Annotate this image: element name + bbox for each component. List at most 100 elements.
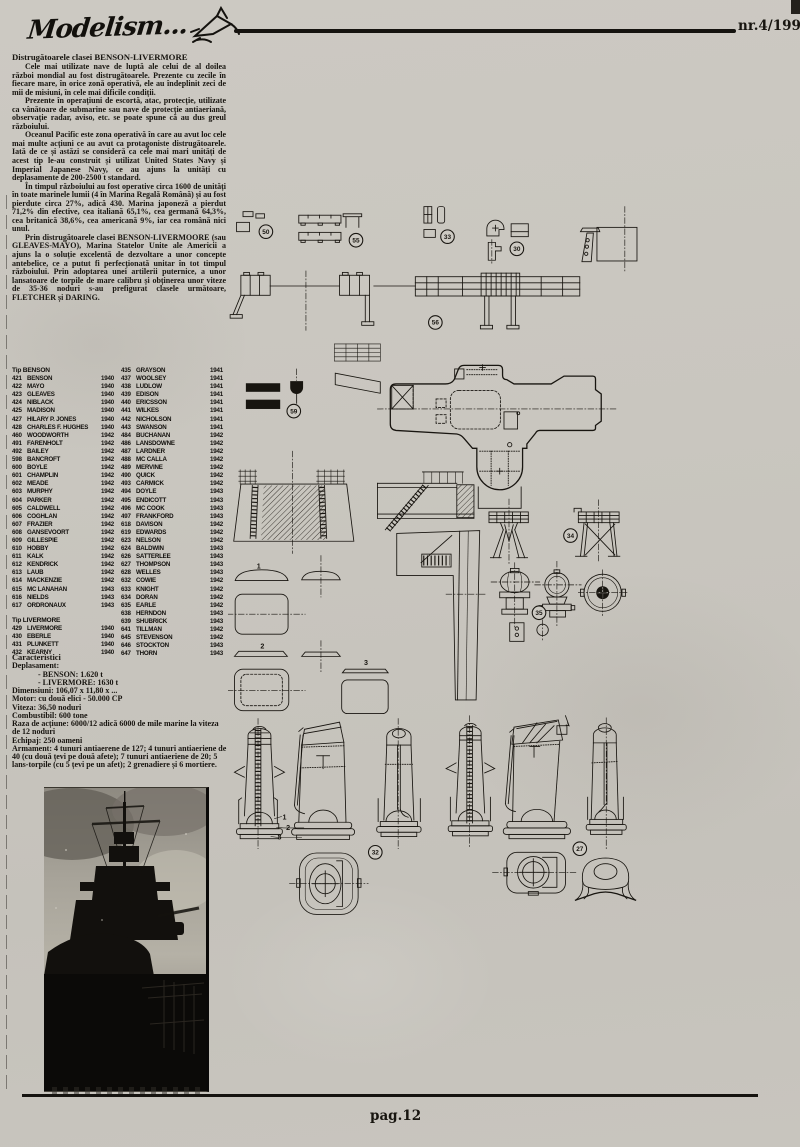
hull-number: 487 [121, 447, 131, 455]
magazine-logo-text: Modelism... [26, 10, 189, 46]
ship-name: GILLESPIE [27, 536, 58, 544]
spec-line: - LIVERMORE: 1630 t [38, 677, 119, 687]
commission-year: 1943 [210, 642, 223, 650]
commission-year: 1941 [210, 391, 223, 399]
deck-plan-drawing [377, 364, 618, 509]
ship-name: KENDRICK [27, 561, 59, 569]
platform-tub-a-drawing [488, 498, 529, 565]
hull-number: 608 [12, 528, 22, 536]
page-number: pag.12 [370, 1108, 422, 1124]
hull-number: 626 [121, 553, 131, 561]
commission-year: 1942 [210, 601, 223, 609]
commission-year: 1942 [210, 439, 223, 447]
hull-number: 431 [12, 641, 22, 649]
ship-name: LIVERMORE [27, 624, 62, 632]
ship-name: NICHOLSON [136, 415, 172, 423]
spec-line: Echipaj: 250 oameni [12, 735, 83, 745]
hull-number: 634 [121, 593, 131, 601]
ship-name: PLUNKETT [27, 641, 59, 649]
commission-year: 1943 [101, 601, 114, 609]
part-33-drawing [423, 206, 446, 238]
commission-year: 1941 [210, 407, 223, 415]
ship-name: EBERLE [27, 633, 51, 640]
hull-number: 647 [121, 650, 131, 658]
part-callout-33: 33 [440, 229, 455, 244]
hull-number: 443 [121, 423, 131, 431]
hull-number: 638 [121, 609, 131, 617]
ship-name: MAYO [27, 383, 45, 391]
ship-name: GLEAVES [27, 391, 55, 399]
part-label-3: 3 [364, 659, 368, 667]
ship-name: EARLE [136, 601, 156, 609]
ship-name: ENDICOTT [136, 496, 167, 504]
funnel-group-32-drawing [233, 718, 422, 915]
magazine-logo: Modelism... [26, 6, 243, 50]
commission-year: 1942 [101, 561, 114, 569]
platform-tub-b-drawing [573, 499, 621, 564]
commission-year: 1942 [210, 634, 223, 642]
commission-year: 1941 [210, 367, 223, 374]
commission-year: 1941 [210, 375, 223, 383]
spec-line: Viteza: 36,50 noduri [12, 702, 82, 712]
hull-number: 611 [12, 553, 22, 561]
commission-year: 1942 [210, 447, 223, 455]
ship-name: NELSON [136, 536, 161, 544]
hull-number: 603 [12, 488, 22, 496]
commission-year: 1942 [101, 536, 114, 544]
commission-year: 1940 [101, 649, 114, 657]
hull-number: 632 [121, 577, 131, 585]
part-callout-32: 32 [367, 844, 383, 860]
part-59-drawing [245, 368, 304, 409]
hull-number: 612 [12, 561, 22, 569]
spec-line: - BENSON: 1.620 t [38, 669, 103, 679]
spec-line: Armament: 4 tunuri antiaerene de 127; 4 … [12, 743, 227, 770]
part-label-1: 1 [257, 562, 261, 570]
hull-number: 441 [121, 407, 131, 415]
ship-name: LARDNER [136, 447, 165, 455]
commission-year: 1942 [101, 577, 114, 585]
part-label-3: 3 [277, 833, 281, 841]
ship-name: CHARLES F. HUGHES [27, 423, 89, 431]
commission-year: 1941 [210, 415, 223, 423]
ship-name: LUDLOW [136, 383, 162, 391]
hull-number: 460 [12, 431, 22, 439]
hull-number: 427 [12, 415, 22, 423]
ship-name: LANSDOWNE [136, 439, 175, 447]
hull-number: 424 [12, 399, 22, 407]
part-30-drawing [486, 219, 529, 264]
commission-year: 1943 [210, 569, 223, 577]
commission-year: 1942 [210, 456, 223, 464]
svg-text:35: 35 [535, 610, 543, 617]
commission-year: 1942 [101, 488, 114, 496]
hull-number: 645 [121, 634, 131, 642]
hull-number: 440 [121, 399, 131, 407]
hull-number: 442 [121, 415, 131, 423]
mount-base-parts-drawing [228, 555, 390, 714]
spec-line: Dimensiuni: 106,07 x 11,80 x ... [12, 686, 118, 695]
hull-number: 641 [121, 626, 131, 633]
commission-year: 1942 [101, 472, 114, 480]
part-callout-30: 30 [509, 241, 525, 257]
hull-number: 598 [12, 456, 22, 464]
ship-name: DAVISON [136, 520, 163, 528]
ship-name: GANSEVOORT [27, 528, 70, 536]
